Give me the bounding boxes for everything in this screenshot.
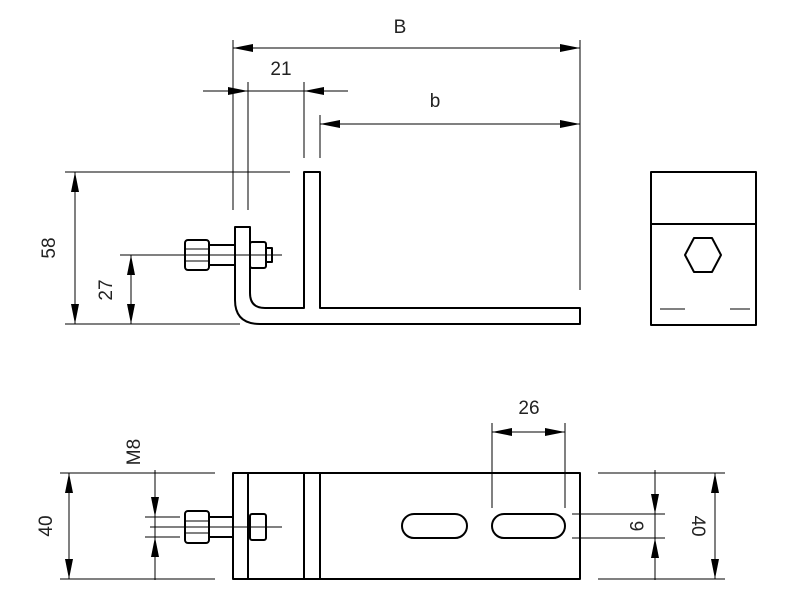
- slot-left: [401, 513, 468, 539]
- dimension-label-26: 26: [518, 398, 539, 419]
- hex-nut: [684, 237, 722, 273]
- dimension-label-27: 27: [96, 279, 117, 300]
- plate-outline: [232, 472, 581, 580]
- dimension-26: 26: [491, 398, 566, 508]
- dimension-label-58: 58: [39, 237, 60, 258]
- side-view: [120, 171, 581, 325]
- dimension-58: 58: [39, 171, 290, 325]
- dimension-label-40-right: 40: [687, 515, 708, 536]
- dimension-21: 21: [203, 59, 348, 210]
- dimension-40-right: 40: [598, 472, 725, 580]
- dimension-label-M8: M8: [124, 439, 145, 465]
- dimension-27: 27: [96, 255, 135, 324]
- dimension-label-B: B: [394, 17, 407, 38]
- dimension-label-9: 9: [625, 521, 646, 532]
- end-view-outline: [650, 171, 757, 326]
- dimension-9: 9: [572, 470, 665, 580]
- slot-right: [491, 513, 566, 539]
- dimension-B: B: [232, 17, 581, 290]
- dimension-M8: M8: [124, 439, 180, 580]
- dimension-b: b: [319, 91, 580, 158]
- dimension-label-40-left: 40: [36, 515, 57, 536]
- bracket-profile: [234, 171, 581, 325]
- end-view: [650, 171, 757, 326]
- plan-view: [150, 472, 581, 580]
- dimension-label-21: 21: [270, 59, 291, 80]
- dimension-40-left: 40: [36, 472, 215, 580]
- dimension-label-b: b: [430, 91, 441, 112]
